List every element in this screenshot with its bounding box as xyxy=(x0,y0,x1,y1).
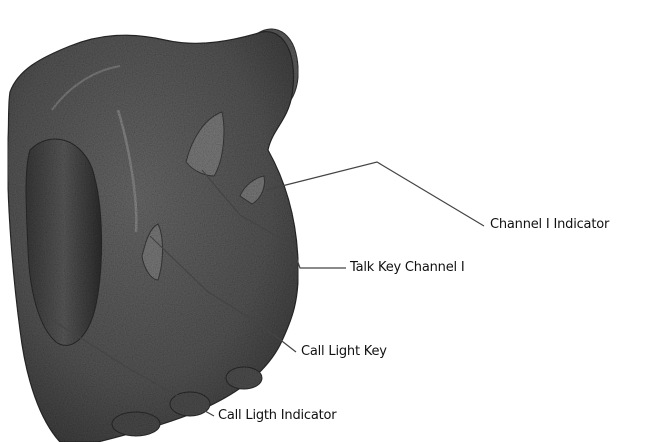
call-light-indicator-label: Call Ligth Indicator xyxy=(218,409,336,422)
leader-line-channel-indicator xyxy=(266,162,484,226)
channel-indicator-label: Channel I Indicator xyxy=(490,218,609,231)
device-foot-center xyxy=(170,392,210,416)
call-light-key-label: Call Light Key xyxy=(301,345,387,358)
handset-device xyxy=(8,29,299,442)
device-foot-left xyxy=(112,412,160,436)
device-foot-right xyxy=(226,367,262,389)
talk-key-label: Talk Key Channel I xyxy=(350,261,464,274)
